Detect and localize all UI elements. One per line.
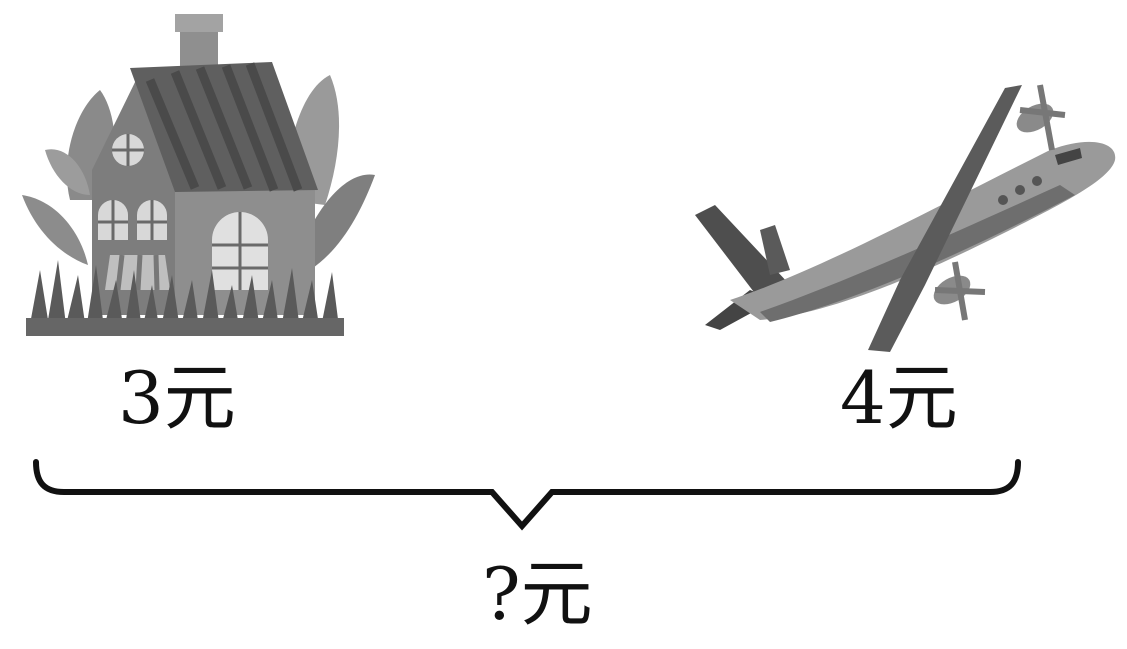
house-price-label: 3元 <box>118 356 236 440</box>
total-price-label: ?元 <box>482 552 593 636</box>
airplane-price-label: 4元 <box>840 356 958 440</box>
sum-brace <box>33 459 1021 531</box>
airplane-icon <box>695 84 1116 352</box>
house-icon <box>22 14 375 336</box>
